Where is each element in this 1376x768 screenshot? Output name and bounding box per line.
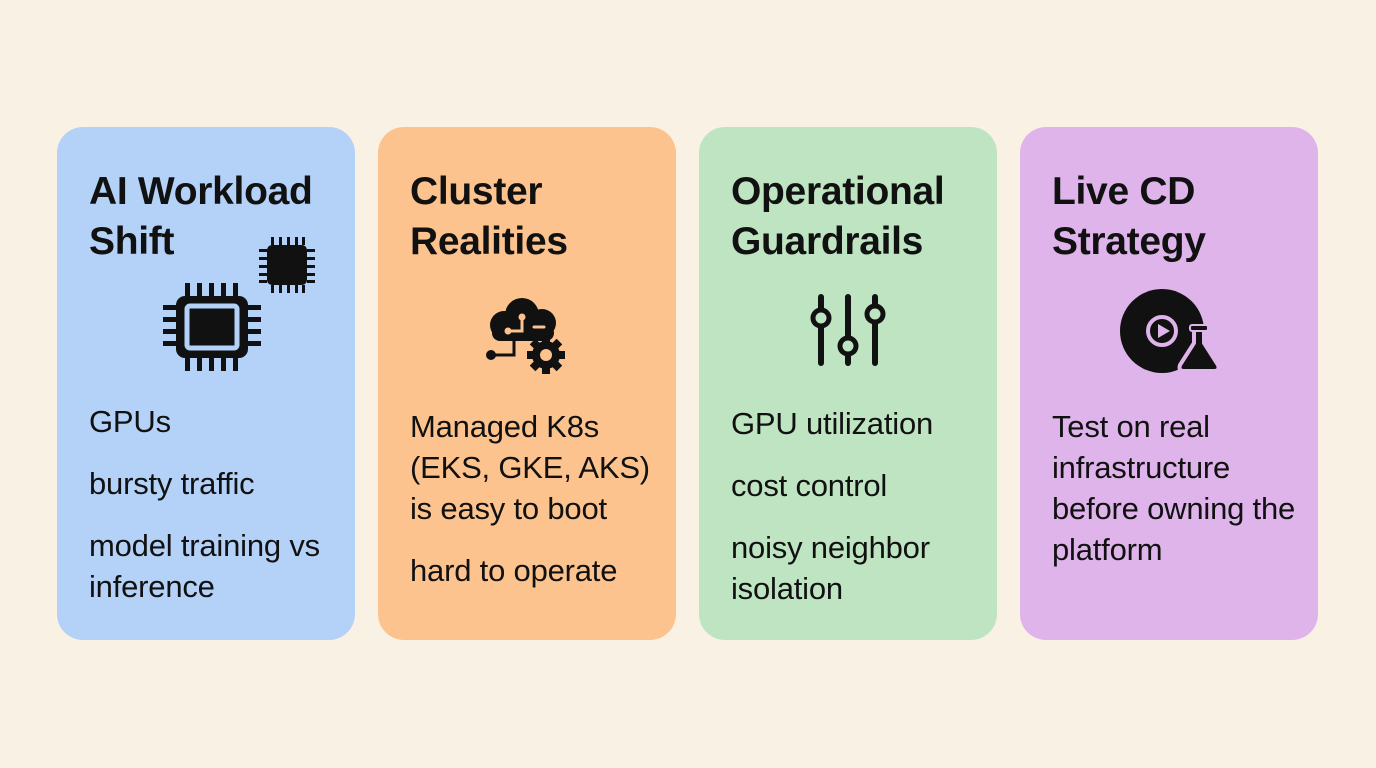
card-points: GPUs bursty traffic model training vs in…	[89, 401, 337, 607]
card-title: Live CD Strategy	[1052, 170, 1206, 263]
card-point: cost control	[731, 468, 888, 503]
card-ai-workload-shift: AI Workload Shift GPUs bursty traffic mo	[57, 127, 355, 640]
card-operational-guardrails: Operational Guardrails GPU utilization c…	[699, 127, 997, 640]
card-point: GPU utilization	[731, 406, 934, 441]
sliders-icon	[810, 294, 886, 366]
disc-flask-icon	[1120, 289, 1221, 373]
card-point: GPUs	[89, 404, 171, 439]
card-title: Cluster Realities	[410, 170, 568, 263]
cpu-chip-icon	[163, 237, 315, 371]
card-grid: AI Workload Shift GPUs bursty traffic mo	[57, 127, 1319, 640]
card-point: bursty traffic	[89, 466, 255, 501]
card-title: Operational Guardrails	[731, 170, 945, 263]
card-live-cd-strategy: Live CD Strategy Test on real infrastruc…	[1020, 127, 1318, 640]
card-point: hard to operate	[410, 553, 618, 588]
card-points: Managed K8s (EKS, GKE, AKS) is easy to b…	[410, 406, 658, 591]
card-points: GPU utilization cost control noisy neigh…	[731, 403, 979, 609]
card-point: Managed K8s (EKS, GKE, AKS) is easy to b…	[410, 409, 650, 526]
card-title: AI Workload Shift	[89, 170, 313, 263]
card-cluster-realities: Cluster Realities	[378, 127, 676, 640]
cloud-network-gear-icon	[486, 298, 565, 374]
card-point: noisy neighbor isolation	[731, 530, 930, 606]
card-point: Test on real infrastructure before ownin…	[1052, 409, 1296, 567]
card-point: model training vs inference	[89, 528, 320, 604]
card-points: Test on real infrastructure before ownin…	[1052, 406, 1300, 570]
